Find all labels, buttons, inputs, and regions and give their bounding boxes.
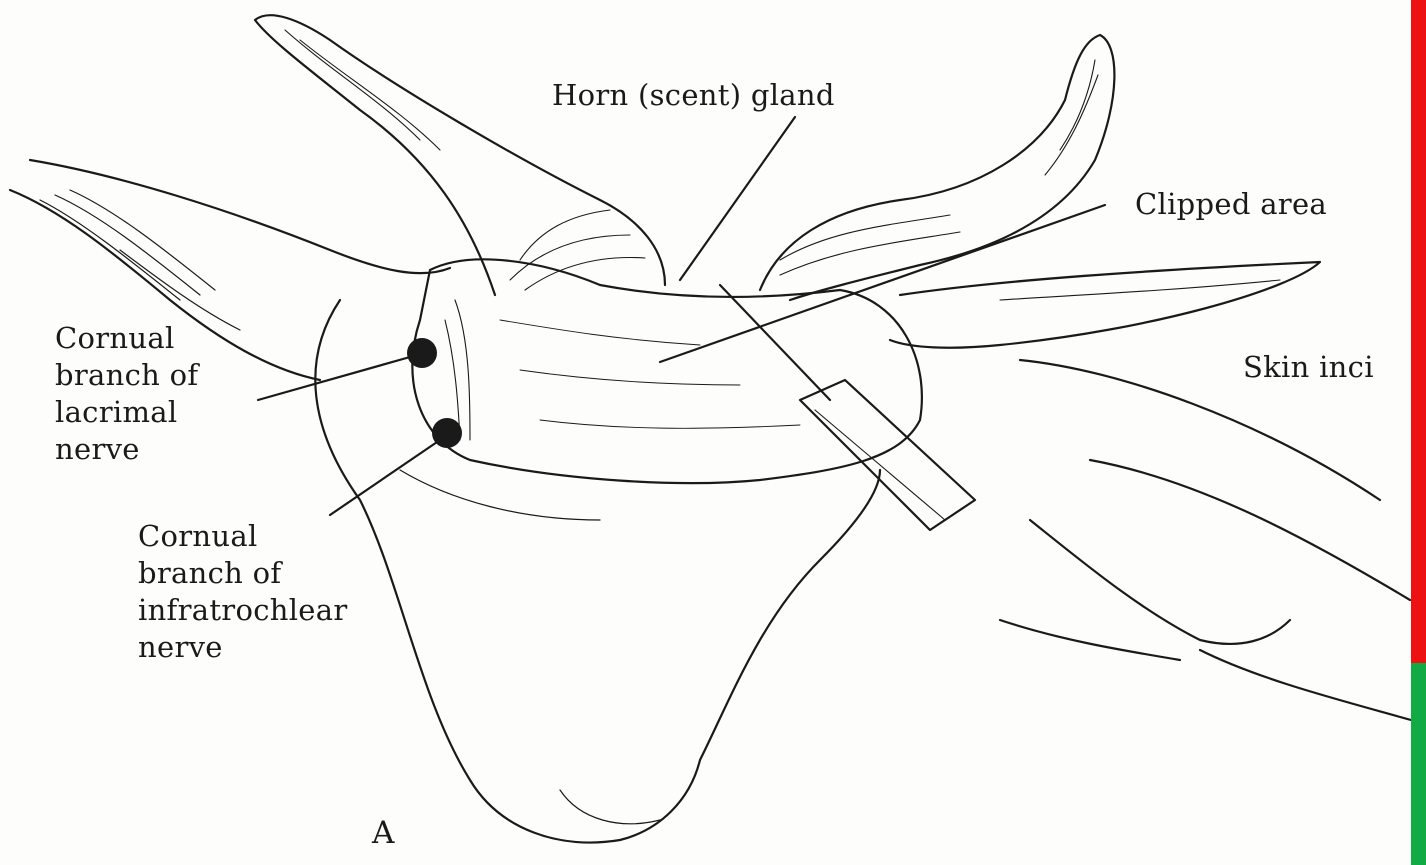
label-horn-gland: Horn (scent) gland bbox=[552, 77, 835, 114]
lacrimal-line-3: lacrimal bbox=[55, 394, 198, 431]
lacrimal-nerve-dot bbox=[407, 338, 437, 368]
face bbox=[315, 300, 880, 843]
right-ear bbox=[890, 262, 1320, 348]
infratrochlear-line-3: infratrochlear bbox=[138, 592, 348, 629]
leader-clipped-area bbox=[660, 205, 1105, 362]
lacrimal-line-4: nerve bbox=[55, 431, 198, 468]
left-horn bbox=[255, 15, 665, 295]
label-lacrimal-nerve: Cornual branch of lacrimal nerve bbox=[55, 320, 198, 468]
edge-bar-green bbox=[1411, 663, 1426, 865]
edge-bar-red bbox=[1411, 0, 1426, 663]
panel-letter: A bbox=[372, 815, 395, 852]
label-infratrochlear-nerve: Cornual branch of infratrochlear nerve bbox=[138, 518, 348, 666]
infratrochlear-line-2: branch of bbox=[138, 555, 348, 592]
infratrochlear-line-1: Cornual bbox=[138, 518, 348, 555]
lacrimal-line-2: branch of bbox=[55, 357, 198, 394]
lacrimal-line-1: Cornual bbox=[55, 320, 198, 357]
label-skin-incision: Skin inci bbox=[1243, 349, 1374, 386]
right-horn bbox=[760, 35, 1114, 300]
leader-horn-gland bbox=[680, 117, 795, 280]
label-clipped-area: Clipped area bbox=[1135, 186, 1327, 223]
leader-lacrimal bbox=[258, 357, 410, 400]
syringe bbox=[720, 285, 975, 530]
infratrochlear-line-4: nerve bbox=[138, 629, 348, 666]
clipped-dome bbox=[412, 259, 922, 483]
hand bbox=[1000, 360, 1411, 720]
